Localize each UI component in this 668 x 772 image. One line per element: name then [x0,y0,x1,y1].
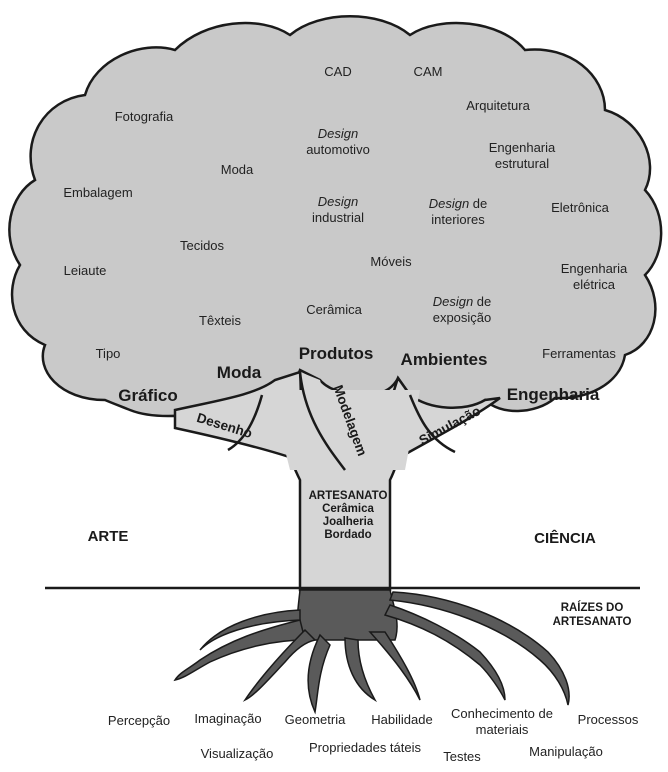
canopy-item-text: CAD [324,64,352,79]
canopy-item-embalagem: Embalagem [63,185,132,201]
canopy-item-eletronica: Eletrônica [551,200,609,216]
canopy-item-text: exposição [432,310,492,325]
root-item-habilidade: Habilidade [371,712,433,727]
canopy-item-arquitetura: Arquitetura [466,98,530,114]
root-item-manipulacao: Manipulação [529,744,603,759]
canopy-item-tecidos: Tecidos [180,238,224,254]
canopy-item-text: Cerâmica [306,302,362,317]
category-grafico: Gráfico [118,386,178,405]
canopy-item-leiaute: Leiaute [64,263,107,279]
canopy-item-tipo: Tipo [96,346,121,362]
roots-shape [173,589,570,715]
category-ambientes: Ambientes [400,350,488,369]
design-word: Design [432,294,474,309]
canopy-item-cad: CAD [324,64,351,80]
roots-label-line2: ARTESANATO [552,616,632,628]
root-item-percepcao: Percepção [107,713,171,728]
category-moda: Moda [216,363,262,382]
canopy-item-text: Fotografia [114,109,174,124]
canopy-item-texteis: Têxteis [199,313,241,329]
trunk-item: Bordado [324,529,372,541]
canopy-item-text: Ferramentas [542,346,616,361]
canopy-item-text: industrial [311,210,365,225]
design-tail: de [473,294,492,309]
side-label-ciencia: CIÊNCIA [534,530,596,547]
category-produtos: Produtos [298,344,374,363]
canopy-item-fotografia: Fotografia [115,109,174,125]
canopy-item-text: Móveis [370,254,412,269]
design-word: Design [317,126,359,141]
branch-fill-mid [270,390,420,470]
root-item-conhecimento-materiais: Conhecimento de materiais [451,706,553,737]
canopy-item-ceramica: Cerâmica [306,302,362,318]
canopy-item-engenharia-estrutural: Engenharia estrutural [472,140,572,172]
canopy-item-text: Eletrônica [551,200,609,215]
root-item-processos: Processos [577,712,639,727]
canopy-item-text: Tecidos [179,238,225,253]
canopy-item-ferramentas: Ferramentas [542,346,616,362]
root-item-testes: Testes [443,749,481,764]
design-word: Design [428,196,470,211]
trunk-item: Joalheria [322,516,374,528]
canopy-item-text: Arquitetura [466,98,530,113]
canopy-item-text: interiores [431,212,485,227]
side-label-arte: ARTE [87,528,129,545]
canopy-item-cam: CAM [414,64,443,80]
roots-label-line1: RAÍZES DO [560,602,624,614]
canopy-item-moda: Moda [221,162,254,178]
canopy-item-text: Engenharia elétrica [560,261,628,292]
canopy-item-moveis: Móveis [370,254,411,270]
design-tail: de [469,196,488,211]
canopy-item-text: automotivo [306,142,370,157]
canopy-item-text: Têxteis [199,313,241,328]
canopy-item-text: Embalagem [63,185,133,200]
canopy-item-text: Tipo [95,346,121,361]
root-item-propriedades-tateis: Propriedades táteis [308,740,422,755]
trunk-item: Cerâmica [322,503,374,515]
root-item-visualizacao: Visualização [200,746,274,761]
canopy-shape [8,15,663,418]
canopy-item-text: CAM [413,64,443,79]
root-item-imaginacao: Imaginação [194,711,262,726]
canopy-item-text: Leiaute [63,263,107,278]
canopy-item-text: Engenharia estrutural [488,140,556,171]
root-item-geometria: Geometria [284,712,346,727]
design-word: Design [317,194,359,209]
category-engenharia: Engenharia [506,385,600,404]
canopy-item-engenharia-eletrica: Engenharia elétrica [544,261,644,293]
trunk-title: ARTESANATO [308,490,388,502]
canopy-item-text: Moda [220,162,254,177]
